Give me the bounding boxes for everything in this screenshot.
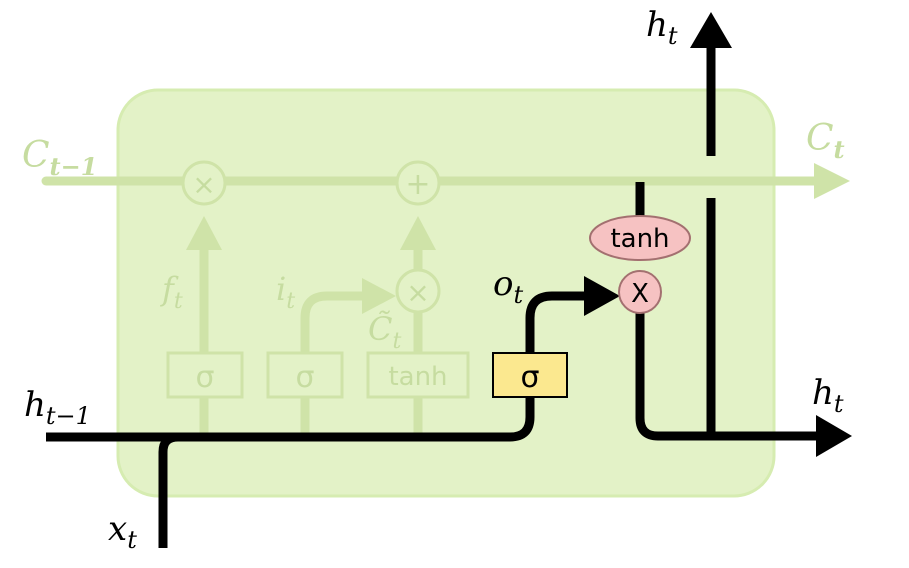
h-up-arrowhead	[690, 12, 732, 48]
o-gate-label: ot	[493, 264, 523, 309]
h-out-top-label: ht	[646, 5, 678, 50]
h-prev-line	[46, 398, 535, 442]
candidate-tanh-box	[366, 351, 470, 399]
faded-ops: × + ×	[181, 160, 441, 314]
i-gate-label: it	[276, 270, 295, 314]
input-multiply-symbol: ×	[406, 276, 429, 309]
forget-arrowhead	[186, 216, 222, 250]
forget-sigma-box	[166, 351, 244, 399]
c-tilde-label: C̃t	[368, 310, 401, 354]
c-next-label: Ct	[806, 118, 845, 164]
candidate-tanh-label: tanh	[388, 362, 447, 392]
output-sigma-box	[492, 352, 568, 398]
faded-labels: Ct−1 Ct ft it C̃t	[22, 118, 845, 354]
input-sigma-arrowhead	[362, 278, 396, 314]
c-prev-label: Ct−1	[22, 135, 97, 181]
output-multiply-symbol: X	[631, 279, 649, 309]
cell-add-circle	[395, 160, 441, 206]
active-arrowheads	[584, 12, 852, 457]
h-out-right-label: ht	[812, 373, 844, 418]
cell-tanh-ellipse	[589, 215, 691, 261]
x-in-label: xt	[108, 509, 137, 554]
h-output-line	[635, 312, 820, 441]
active-paths	[46, 46, 820, 548]
o-gate-arrowhead	[584, 276, 620, 316]
input-gate-line	[300, 291, 377, 357]
o-gate-line	[525, 291, 590, 353]
output-multiply-circle	[618, 270, 662, 314]
cell-state-arrowhead	[814, 163, 850, 199]
x-input-line	[158, 432, 179, 548]
forget-multiply-symbol: ×	[192, 168, 215, 201]
faded-arrowheads	[186, 163, 850, 314]
cell-add-symbol: +	[405, 167, 430, 202]
output-sigma-label: σ	[520, 360, 539, 395]
input-sigma-label: σ	[295, 360, 314, 395]
input-multiply-circle	[395, 268, 441, 314]
forget-multiply-circle	[181, 160, 227, 206]
input-arrowhead	[400, 216, 436, 250]
cell-tanh-label: tanh	[610, 224, 669, 254]
input-sigma-box	[266, 351, 344, 399]
faded-layers: σ σ tanh	[166, 351, 470, 399]
h-right-arrowhead	[816, 415, 852, 457]
h-prev-label: ht−1	[24, 385, 91, 430]
forget-sigma-label: σ	[195, 360, 214, 395]
active-labels: ht−1 ht ht xt ot	[24, 5, 844, 554]
